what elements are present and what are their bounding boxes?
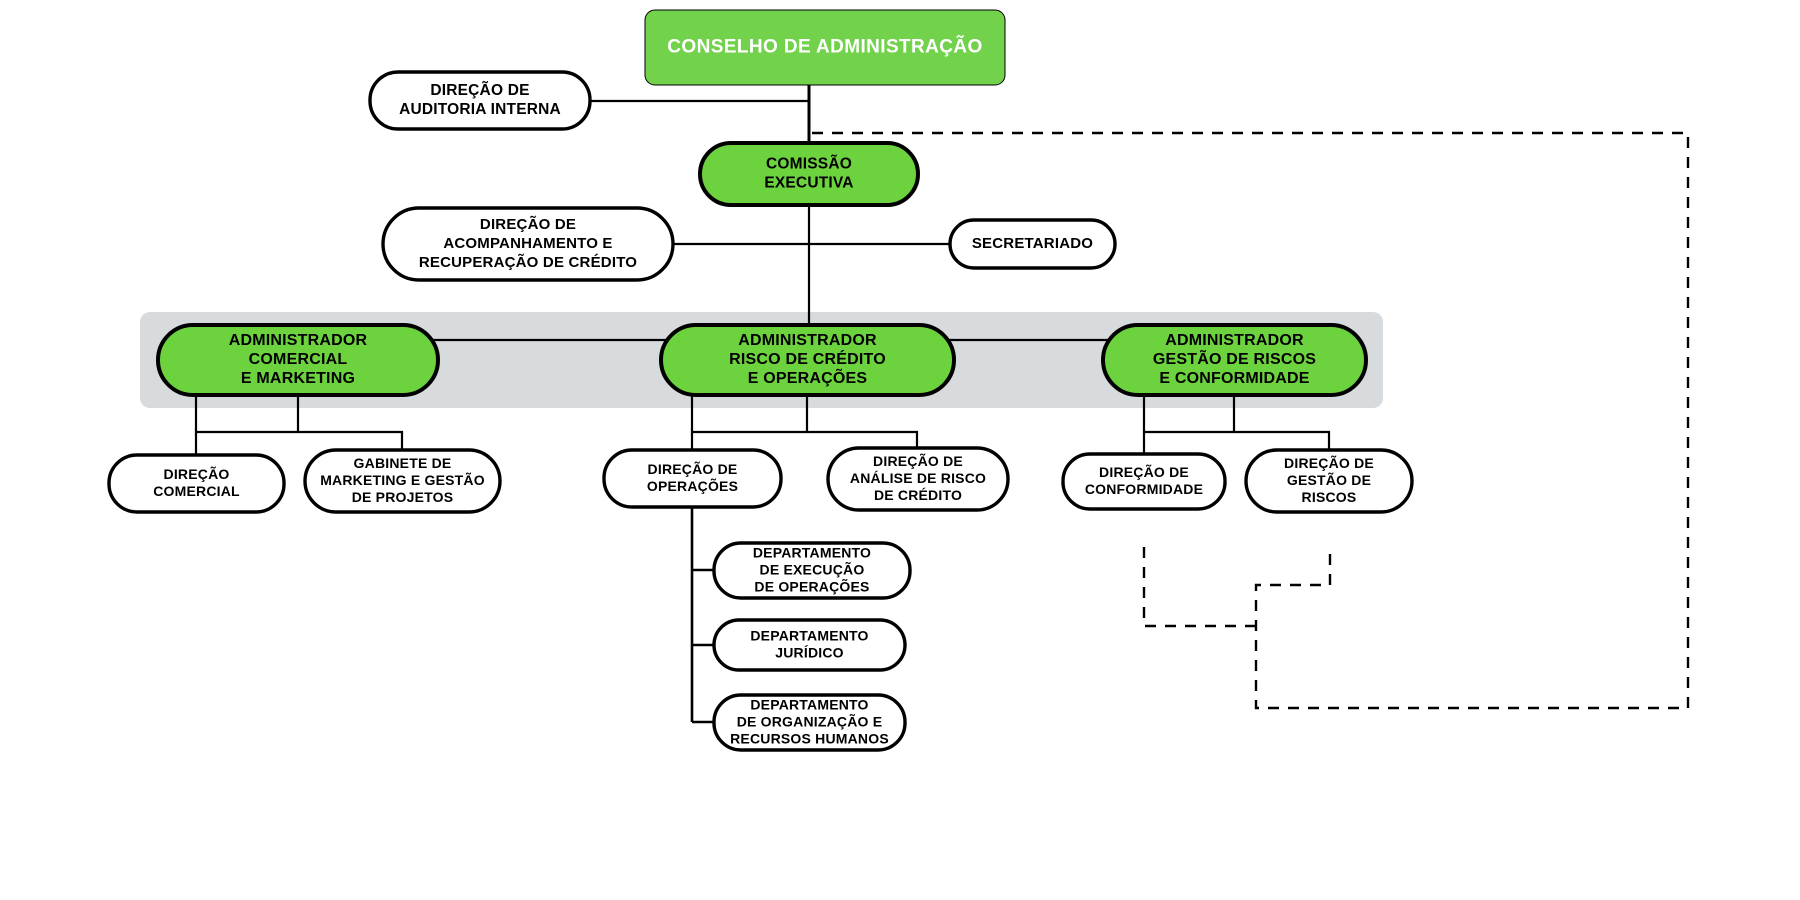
node-conselho[interactable]: CONSELHO DE ADMINISTRAÇÃO: [644, 9, 1006, 86]
node-shape-comissao: [698, 141, 920, 207]
node-shape-dir-conformidade: [1061, 452, 1227, 511]
connector-adm-risco-children: [690, 395, 919, 450]
node-shape-adm-comercial: [156, 323, 440, 397]
node-shape-dir-operacoes: [602, 448, 783, 509]
node-shape-dir-analise: [826, 446, 1010, 512]
node-shape-conselho: [644, 9, 1006, 86]
dashed-connector-conselho-right: [812, 131, 1690, 710]
node-label-secretariado: SECRETARIADO: [972, 235, 1093, 252]
node-shape-dep-juridico: [712, 618, 907, 672]
node-shape-gab-marketing: [303, 448, 502, 514]
node-shape-secretariado: [948, 218, 1117, 270]
node-shape-adm-risco: [659, 323, 956, 397]
node-shape-auditoria: [368, 70, 592, 131]
node-label-conselho: CONSELHO DE ADMINISTRAÇÃO: [667, 36, 982, 58]
node-shape-dep-execucao: [712, 541, 912, 600]
connector-operacoes-rail: [690, 507, 714, 724]
node-shape-acompanhamento: [381, 206, 675, 282]
dashed-connector-group: [812, 131, 1690, 710]
dashed-connector-conformidade-branch: [1142, 545, 1256, 628]
node-shape-dir-gestao-riscos: [1244, 448, 1414, 514]
node-shape-dir-comercial: [107, 453, 286, 514]
node-secretariado[interactable]: SECRETARIADO: [948, 218, 1117, 270]
solid-connector-group: [194, 85, 1331, 724]
connector-adm-gestao-children: [1142, 395, 1331, 454]
node-shape-dep-organizacao: [712, 693, 907, 752]
connector-adm-comercial-children: [194, 395, 404, 455]
node-shape-adm-gestao: [1101, 323, 1368, 397]
